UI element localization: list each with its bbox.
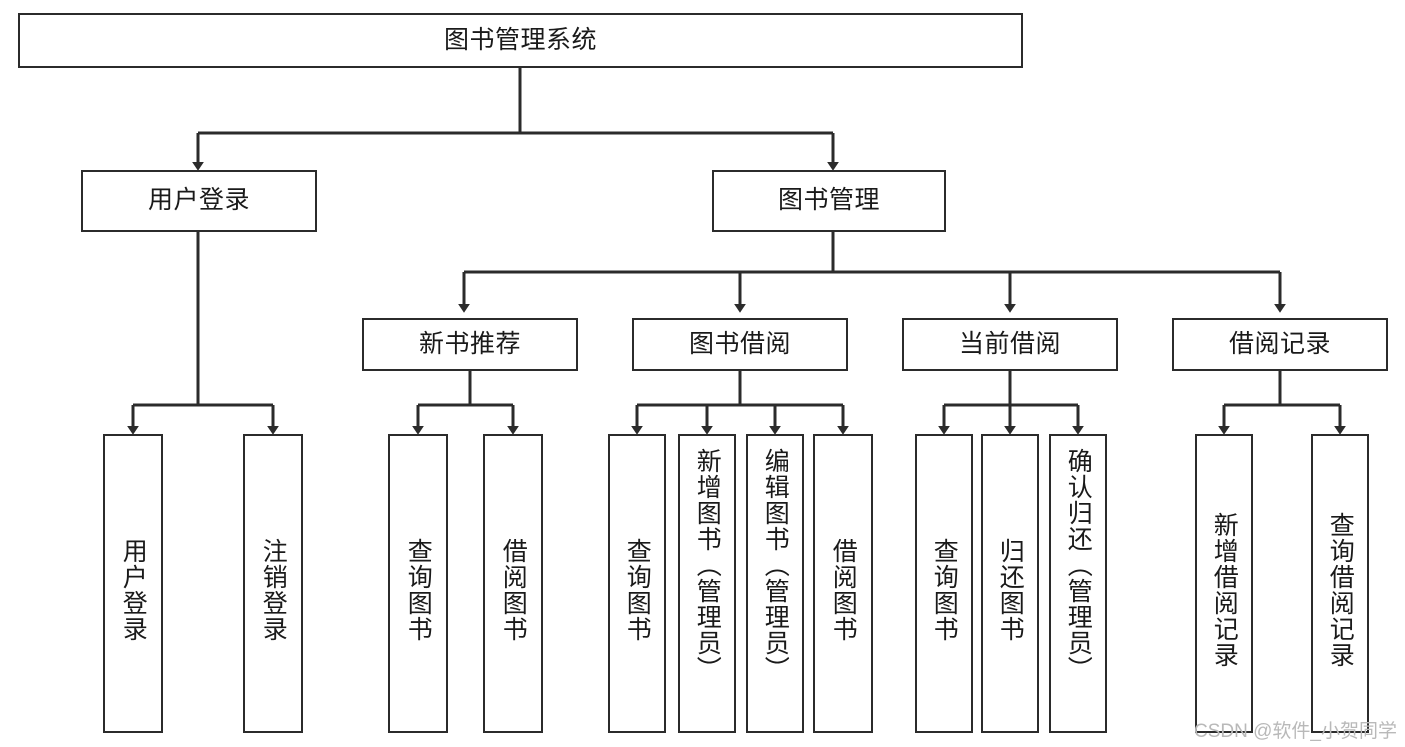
node-leaf-add-book-label: 新增图书（管理员） [693,448,722,682]
node-book-manage-label: 图书管理 [777,186,880,215]
node-leaf-return-book[interactable]: 归还图书 [981,434,1039,733]
node-leaf-confirm-return[interactable]: 确认归还（管理员） [1049,434,1107,733]
node-leaf-query-book-3[interactable]: 查询图书 [915,434,973,733]
node-leaf-user-login-label: 用户登录 [119,537,148,642]
node-borrow-record-label: 借阅记录 [1228,329,1331,358]
node-leaf-add-record[interactable]: 新增借阅记录 [1195,434,1253,733]
node-leaf-query-book-2-label: 查询图书 [623,537,652,642]
node-new-book-rec[interactable]: 新书推荐 [362,318,578,371]
node-borrow-record[interactable]: 借阅记录 [1172,318,1388,371]
node-leaf-borrow-book-1-label: 借阅图书 [499,537,528,642]
node-leaf-edit-book[interactable]: 编辑图书（管理员） [746,434,804,733]
node-leaf-query-book-2[interactable]: 查询图书 [608,434,666,733]
node-leaf-user-login[interactable]: 用户登录 [103,434,163,733]
node-leaf-query-book-1-label: 查询图书 [404,537,433,642]
node-leaf-query-book-1[interactable]: 查询图书 [388,434,448,733]
node-user-login[interactable]: 用户登录 [81,170,317,232]
node-leaf-add-record-label: 新增借阅记录 [1210,511,1239,668]
node-current-borrow-label: 当前借阅 [958,329,1061,358]
node-leaf-confirm-return-label: 确认归还（管理员） [1064,448,1093,682]
node-leaf-return-book-label: 归还图书 [996,537,1025,642]
node-leaf-edit-book-label: 编辑图书（管理员） [761,448,790,682]
node-root[interactable]: 图书管理系统 [18,13,1023,68]
node-current-borrow[interactable]: 当前借阅 [902,318,1118,371]
node-leaf-query-record-label: 查询借阅记录 [1326,511,1355,668]
node-user-login-label: 用户登录 [147,186,250,215]
node-leaf-query-record[interactable]: 查询借阅记录 [1311,434,1369,733]
node-book-manage[interactable]: 图书管理 [712,170,946,232]
node-leaf-borrow-book-2-label: 借阅图书 [829,537,858,642]
node-new-book-rec-label: 新书推荐 [418,329,521,358]
node-leaf-add-book[interactable]: 新增图书（管理员） [678,434,736,733]
node-leaf-logout[interactable]: 注销登录 [243,434,303,733]
node-book-borrow-label: 图书借阅 [688,329,791,358]
node-leaf-logout-label: 注销登录 [259,537,288,642]
node-leaf-borrow-book-2[interactable]: 借阅图书 [813,434,873,733]
node-leaf-query-book-3-label: 查询图书 [930,537,959,642]
node-book-borrow[interactable]: 图书借阅 [632,318,848,371]
node-leaf-borrow-book-1[interactable]: 借阅图书 [483,434,543,733]
node-root-label: 图书管理系统 [443,25,597,54]
